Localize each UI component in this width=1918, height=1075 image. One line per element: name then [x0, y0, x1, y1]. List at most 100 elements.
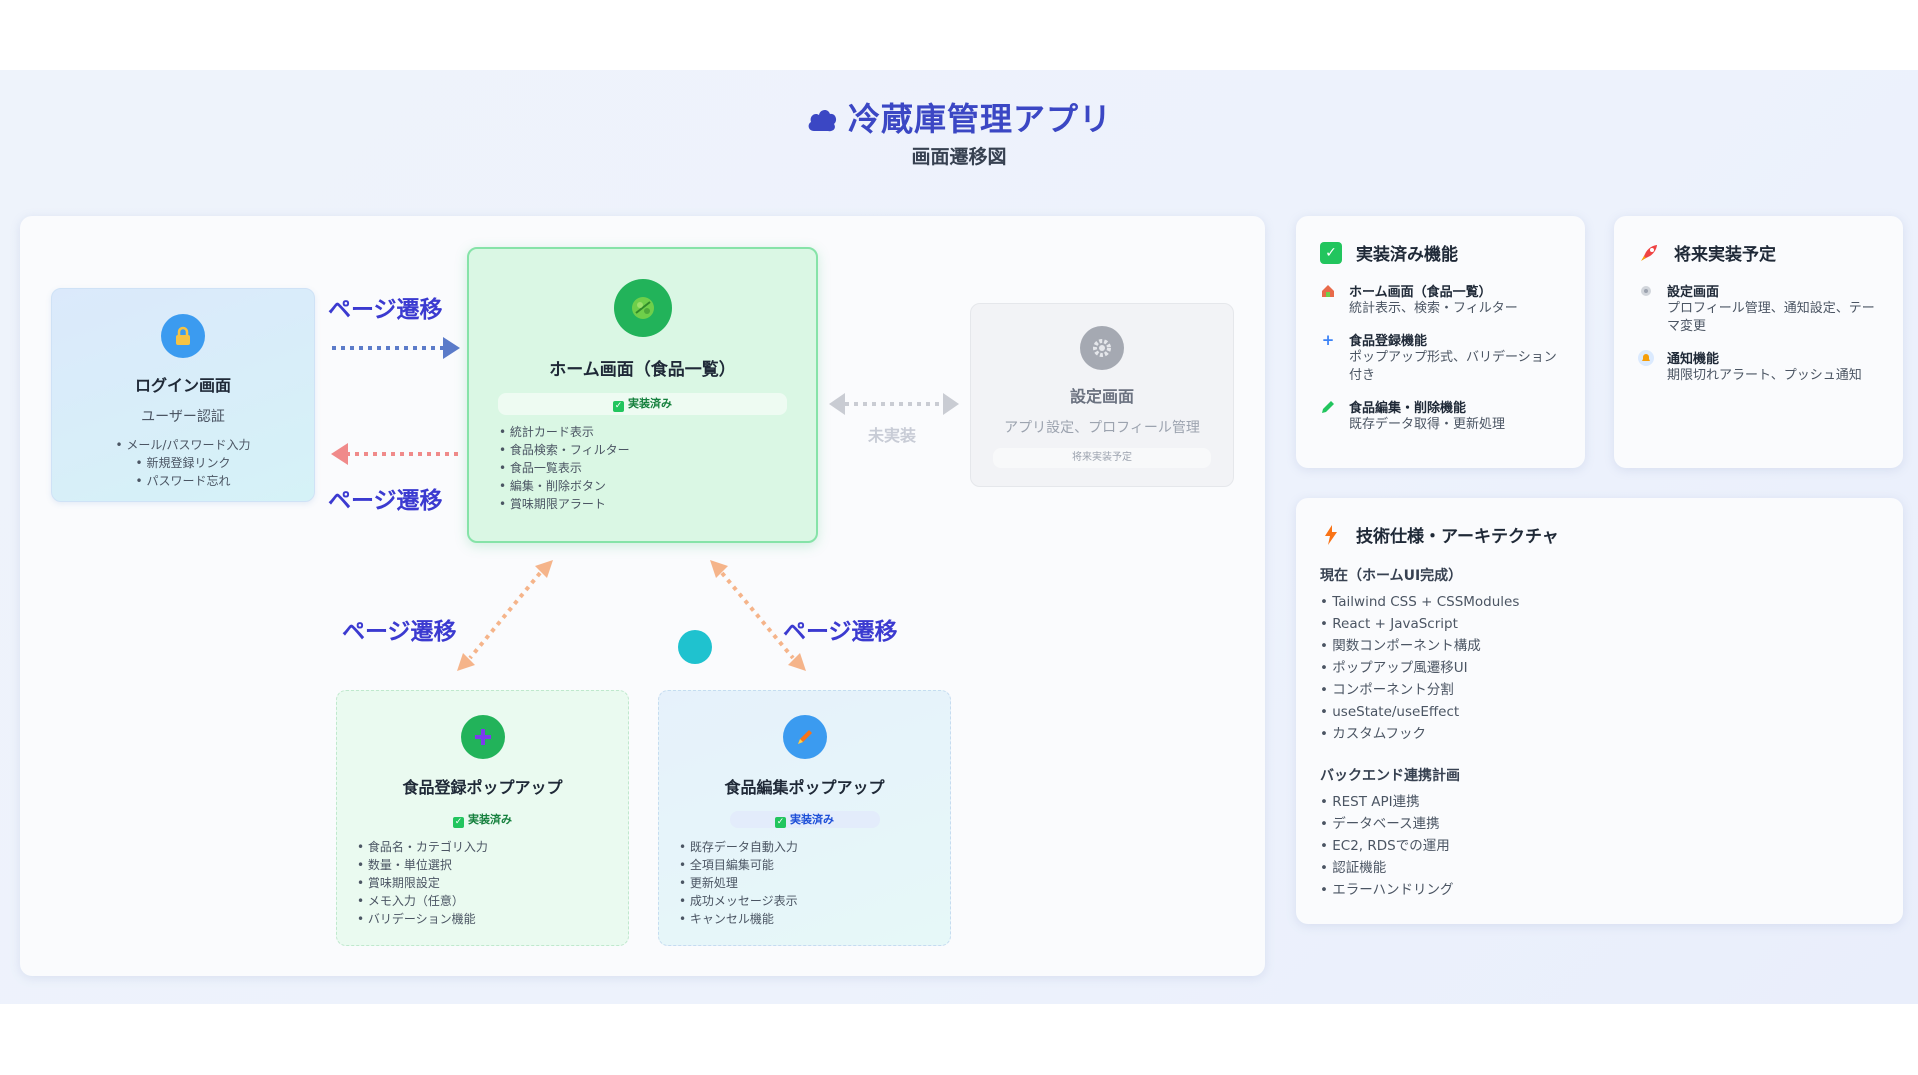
list-item: • キャンセル機能	[679, 912, 774, 926]
feature-item: + 食品登録機能ポップアップ形式、バリデーション付き	[1320, 330, 1561, 385]
settings-title: 設定画面	[1069, 387, 1134, 406]
list-item: • 賞味期限アラート	[499, 497, 606, 511]
status-badge: ✓ 実装済み	[447, 811, 519, 828]
list-item: • ポップアップ風遷移UI	[1320, 660, 1468, 676]
check-icon: ✓	[775, 817, 786, 828]
list-item: • 統計カード表示	[499, 425, 594, 439]
edge-label-home-settings: 未実装	[868, 426, 917, 445]
status-badge-label: 実装済み	[628, 397, 672, 410]
list-item: • REST API連携	[1320, 794, 1420, 810]
tech-backend-list: • REST API連携 • データベース連携 • EC2, RDSでの運用 •…	[1320, 791, 1879, 901]
bell-icon	[1638, 350, 1654, 366]
status-badge: ✓ 実装済み	[498, 393, 787, 415]
feature-item: 食品編集・削除機能既存データ取得・更新処理	[1320, 397, 1561, 434]
list-item: • React + JavaScript	[1320, 616, 1458, 632]
list-item: • エラーハンドリング	[1320, 882, 1454, 898]
app-subtitle: 画面遷移図	[911, 146, 1007, 168]
edit-food-popup-node[interactable]: 食品編集ポップアップ ✓ 実装済み • 既存データ自動入力 • 全項目編集可能 •…	[658, 690, 951, 946]
list-item: • Tailwind CSS + CSSModules	[1320, 594, 1520, 610]
list-item: • 既存データ自動入力	[679, 840, 798, 854]
tech-current-list: • Tailwind CSS + CSSModules • React + Ja…	[1320, 591, 1879, 745]
list-item: • 食品名・カテゴリ入力	[357, 840, 488, 854]
checkbox-icon: ✓	[1320, 241, 1342, 264]
status-badge-label: 実装済み	[468, 813, 512, 826]
house-icon	[1320, 283, 1336, 299]
list-item: • 認証機能	[1320, 860, 1387, 876]
home-title: ホーム画面（食品一覧）	[549, 360, 736, 380]
plus-icon	[460, 715, 505, 759]
feature-item: ホーム画面（食品一覧）統計表示、検索・フィルター	[1320, 281, 1561, 318]
list-item: • 成功メッセージ表示	[679, 894, 798, 908]
list-item: • useState/useEffect	[1320, 704, 1460, 720]
gear-icon	[1080, 326, 1124, 370]
planned-heading: 将来実装予定	[1638, 240, 1879, 265]
cloud-icon	[808, 109, 837, 132]
list-item: • 関数コンポーネント構成	[1320, 638, 1481, 654]
settings-screen-node[interactable]: 設定画面 アプリ設定、プロフィール管理 将来実装予定	[970, 303, 1234, 487]
salad-icon	[613, 279, 672, 337]
login-feature-list: • メール/パスワード入力 • 新規登録リンク • パスワード忘れ	[52, 436, 314, 490]
feature-desc: プロフィール管理、通知設定、テーマ変更	[1667, 301, 1875, 334]
feature-title: ホーム画面（食品一覧）	[1349, 285, 1492, 300]
lock-icon	[161, 314, 205, 358]
check-icon: ✓	[613, 401, 624, 412]
tech-title: 技術仕様・アーキテクチャ	[1356, 527, 1559, 547]
list-item: • パスワード忘れ	[135, 474, 231, 488]
list-item: • EC2, RDSでの運用	[1320, 838, 1450, 854]
feature-desc: ポップアップ形式、バリデーション付き	[1349, 350, 1557, 383]
login-screen-node[interactable]: ログイン画面 ユーザー認証 • メール/パスワード入力 • 新規登録リンク • …	[51, 288, 315, 502]
feature-title: 設定画面	[1667, 285, 1720, 300]
check-icon: ✓	[453, 817, 464, 828]
add-food-popup-node[interactable]: 食品登録ポップアップ ✓ 実装済み • 食品名・カテゴリ入力 • 数量・単位選択 …	[336, 690, 629, 946]
settings-subtitle: アプリ設定、プロフィール管理	[1004, 420, 1200, 436]
feature-desc: 既存データ取得・更新処理	[1349, 417, 1506, 432]
add-popup-feature-list: • 食品名・カテゴリ入力 • 数量・単位選択 • 賞味期限設定 • メモ入力（任…	[337, 838, 628, 928]
add-popup-title: 食品登録ポップアップ	[402, 778, 563, 797]
home-feature-list: • 統計カード表示 • 食品検索・フィルター • 食品一覧表示 • 編集・削除ボ…	[469, 423, 816, 513]
status-badge: ✓ 実装済み	[729, 811, 880, 828]
feature-title: 食品登録機能	[1349, 334, 1428, 349]
list-item: • 賞味期限設定	[357, 876, 440, 890]
planned-features-panel: 将来実装予定 設定画面プロフィール管理、通知設定、テーマ変更 通知機能期限切れア…	[1614, 216, 1903, 468]
login-title: ログイン画面	[134, 376, 231, 395]
implemented-heading: ✓ 実装済み機能	[1320, 240, 1561, 265]
plus-icon: +	[1321, 331, 1335, 349]
feature-title: 通知機能	[1667, 352, 1720, 367]
tech-spec-panel: 技術仕様・アーキテクチャ 現在（ホームUI完成） • Tailwind CSS …	[1296, 498, 1903, 924]
edit-popup-feature-list: • 既存データ自動入力 • 全項目編集可能 • 更新処理 • 成功メッセージ表示…	[659, 838, 950, 928]
list-item: • 編集・削除ボタン	[499, 479, 606, 493]
tech-backend-heading: バックエンド連携計画	[1320, 768, 1460, 784]
lightning-icon	[1320, 524, 1342, 546]
list-item: • カスタムフック	[1320, 726, 1426, 742]
feature-desc: 統計表示、検索・フィルター	[1349, 301, 1518, 316]
app-title-text: 冷蔵庫管理アプリ	[847, 100, 1112, 138]
pencil-icon	[782, 715, 827, 759]
status-badge: 将来実装予定	[993, 448, 1211, 468]
list-item: • 全項目編集可能	[679, 858, 774, 872]
gear-icon	[1638, 283, 1654, 299]
list-item: • 食品一覧表示	[499, 461, 582, 475]
feature-desc: 期限切れアラート、プッシュ通知	[1667, 368, 1862, 383]
list-item: • 数量・単位選択	[357, 858, 452, 872]
home-screen-node[interactable]: ホーム画面（食品一覧） ✓ 実装済み • 統計カード表示 • 食品検索・フィルター…	[467, 247, 818, 543]
status-badge-label: 実装済み	[790, 813, 834, 826]
edit-popup-title: 食品編集ポップアップ	[724, 778, 885, 797]
tech-current-heading: 現在（ホームUI完成）	[1320, 568, 1463, 584]
list-item: • メール/パスワード入力	[115, 438, 251, 452]
feature-item: 通知機能期限切れアラート、プッシュ通知	[1638, 348, 1879, 385]
list-item: • 更新処理	[679, 876, 738, 890]
edge-label-home-add: ページ遷移	[342, 619, 457, 645]
list-item: • データベース連携	[1320, 816, 1440, 832]
edge-label-home-edit: ページ遷移	[783, 619, 898, 645]
list-item: • メモ入力（任意）	[357, 894, 464, 908]
list-item: • コンポーネント分割	[1320, 682, 1454, 698]
pencil-icon	[1320, 399, 1336, 415]
edge-label-login-to-home: ページ遷移	[328, 297, 443, 323]
login-subtitle: ユーザー認証	[141, 409, 225, 425]
list-item: • 食品検索・フィルター	[499, 443, 630, 457]
app-title: 冷蔵庫管理アプリ	[0, 94, 1918, 140]
implemented-title: 実装済み機能	[1356, 245, 1458, 265]
list-item: • 新規登録リンク	[135, 456, 231, 470]
rocket-icon	[1638, 242, 1660, 264]
implemented-features-panel: ✓ 実装済み機能 ホーム画面（食品一覧）統計表示、検索・フィルター + 食品登録機…	[1296, 216, 1585, 468]
